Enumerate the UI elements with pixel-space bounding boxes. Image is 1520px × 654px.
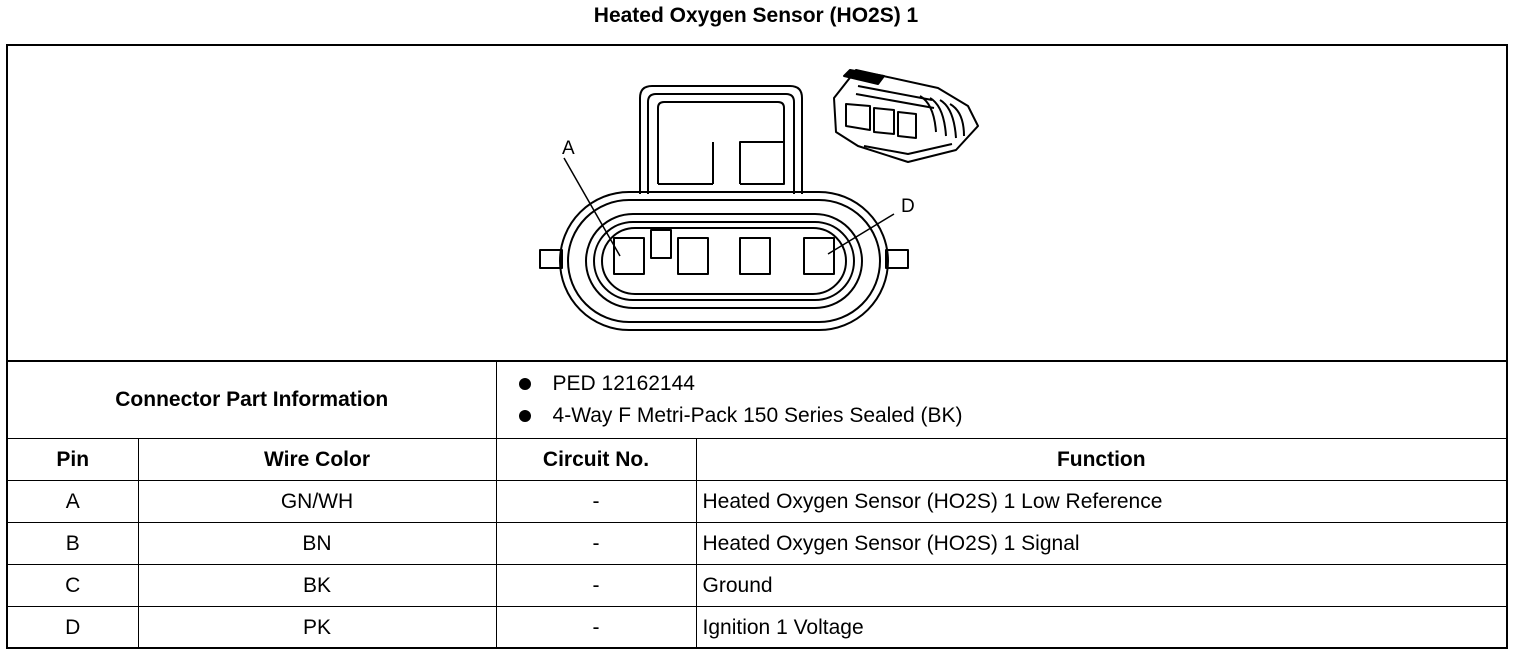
- connector-latch: [639, 85, 803, 194]
- wire-color-cell: BK: [137, 564, 497, 607]
- connector-sheet: A D Connector Part Information: [6, 44, 1508, 649]
- connector-illustration-area: A D: [8, 46, 1506, 362]
- circuit-no-cell: -: [495, 564, 697, 607]
- function-cell: Heated Oxygen Sensor (HO2S) 1 Signal: [695, 522, 1507, 565]
- table-row: D PK - Ignition 1 Voltage: [8, 606, 1507, 648]
- wire-color-cell: GN/WH: [137, 480, 497, 523]
- page-title: Heated Oxygen Sensor (HO2S) 1: [593, 4, 919, 27]
- keying-rib: [650, 229, 672, 259]
- pin-cell: C: [8, 564, 139, 607]
- connector-part-info-cell: PED 12162144 4-Way F Metri-Pack 150 Seri…: [495, 362, 1507, 439]
- pin-label-a: A: [562, 138, 575, 159]
- part-number: PED 12162144: [552, 372, 695, 395]
- leader-line-a: [563, 157, 621, 257]
- pin-cavity-c: [739, 237, 771, 275]
- pinout-table: Connector Part Information PED 12162144 …: [8, 362, 1507, 648]
- function-cell: Ground: [695, 564, 1507, 607]
- circuit-no-cell: -: [495, 606, 697, 648]
- table-row: B BN - Heated Oxygen Sensor (HO2S) 1 Sig…: [8, 522, 1507, 565]
- right-post: [885, 249, 909, 269]
- bullet-icon: [518, 378, 531, 390]
- circuit-no-cell: -: [495, 480, 697, 523]
- pin-label-d: D: [901, 196, 915, 217]
- list-item: PED 12162144: [518, 368, 1507, 400]
- pin-cavity-b: [677, 237, 709, 275]
- table-row: A GN/WH - Heated Oxygen Sensor (HO2S) 1 …: [8, 480, 1507, 523]
- column-header-circuit-no: Circuit No.: [495, 438, 697, 481]
- pin-cell: B: [8, 522, 139, 565]
- connector-description: 4-Way F Metri-Pack 150 Series Sealed (BK…: [552, 404, 963, 427]
- column-header-wire-color: Wire Color: [137, 438, 497, 481]
- function-cell: Ignition 1 Voltage: [695, 606, 1507, 648]
- circuit-no-cell: -: [495, 522, 697, 565]
- pin-cell: A: [8, 480, 139, 523]
- column-header-function: Function: [695, 438, 1507, 481]
- pin-cavities: [613, 229, 835, 275]
- pin-cell: D: [8, 606, 139, 648]
- list-item: 4-Way F Metri-Pack 150 Series Sealed (BK…: [518, 400, 1507, 432]
- connector-body: [559, 191, 889, 331]
- column-header-pin: Pin: [8, 438, 139, 481]
- function-cell: Heated Oxygen Sensor (HO2S) 1 Low Refere…: [695, 480, 1507, 523]
- connector-part-info-row: Connector Part Information PED 12162144 …: [8, 362, 1507, 439]
- pin-cavity-d: [803, 237, 835, 275]
- bullet-icon: [518, 410, 531, 422]
- leader-line-d: [827, 213, 895, 255]
- pin-cavity-a: [613, 237, 645, 275]
- left-post: [539, 249, 563, 269]
- connector-part-info-label: Connector Part Information: [8, 362, 497, 439]
- table-header-row: Pin Wire Color Circuit No. Function: [8, 438, 1507, 481]
- connector-thumbnail-icon: [833, 69, 979, 163]
- table-row: C BK - Ground: [8, 564, 1507, 607]
- wire-color-cell: PK: [137, 606, 497, 648]
- connector-part-info-list: PED 12162144 4-Way F Metri-Pack 150 Seri…: [497, 362, 1507, 438]
- connector-illustration: A D: [539, 69, 979, 331]
- wire-color-cell: BN: [137, 522, 497, 565]
